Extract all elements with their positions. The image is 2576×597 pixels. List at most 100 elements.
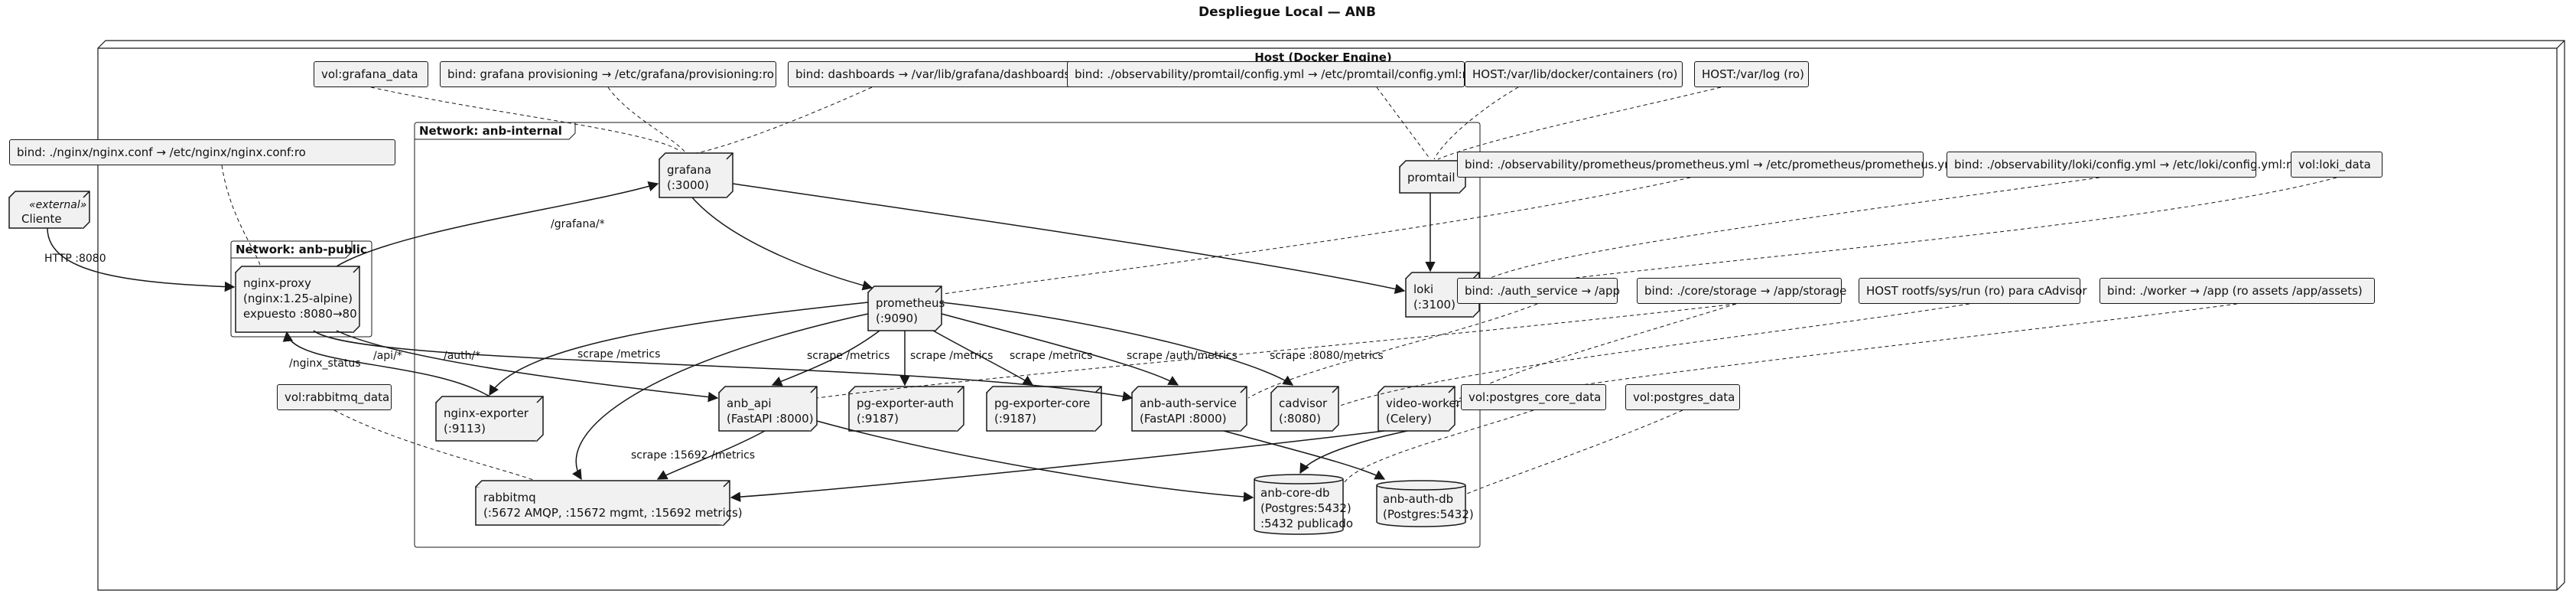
artifact-bind-loki[interactable]	[1947, 152, 2256, 178]
assoc-storage-api	[816, 303, 1737, 399]
assoc-loki-bind	[1478, 177, 2100, 284]
node-nginx-exporter[interactable]	[435, 396, 544, 442]
node-nginx-proxy[interactable]	[235, 266, 360, 333]
assoc-rabbit-vol	[333, 409, 536, 481]
artifact-label-bind-core-storage: bind: ./core/storage → /app/storage	[1644, 284, 1847, 298]
artifact-vol-grafana-data[interactable]	[314, 61, 428, 87]
node-cliente[interactable]	[8, 191, 90, 229]
assoc-host-varlog	[1437, 86, 1722, 160]
node-grafana[interactable]	[659, 152, 733, 198]
edge-worker-rabbit	[730, 430, 1385, 502]
node-video-worker[interactable]	[1377, 386, 1456, 432]
edge-grafana-prometheus	[691, 197, 873, 291]
node-label-nginx-exporter: nginx-exporter (:9113)	[444, 406, 529, 436]
edge-prom-authsvc	[941, 313, 1179, 386]
edge-api-rabbit	[656, 430, 766, 480]
artifact-label-vol-postgres-data: vol:postgres_data	[1633, 390, 1735, 404]
assoc-worker-bind	[1456, 303, 2238, 406]
edge-label-scrape-auth-metrics: scrape /auth/metrics	[1127, 350, 1238, 362]
assoc-prometheus-bind	[942, 177, 1691, 295]
edge-label-grafana-route: /grafana/*	[551, 218, 605, 230]
artifact-label-host-varlog: HOST:/var/log (ro)	[1702, 67, 1804, 81]
edge-grafana-loki	[732, 183, 1406, 295]
artifact-bind-nginx[interactable]	[9, 139, 395, 165]
edge-label-nginx-status: /nginx_status	[289, 357, 361, 370]
node-label-rabbitmq: rabbitmq (:5672 AMQP, :15672 mgmt, :1569…	[483, 491, 743, 520]
edge-label-scrape-15692-metrics: scrape :15692 /metrics	[631, 449, 756, 462]
edge-label-scrape-metrics-1: scrape /metrics	[577, 348, 661, 360]
artifact-bind-prometheus[interactable]	[1457, 152, 1924, 178]
client-stereotype: «external»	[29, 199, 87, 211]
artifact-label-bind-nginx: bind: ./nginx/nginx.conf → /etc/nginx/ng…	[17, 145, 306, 159]
assoc-dashboards	[695, 86, 873, 154]
page-title: Despliegue Local — ANB	[1199, 5, 1376, 20]
node-label-video-worker: video-worker (Celery)	[1386, 396, 1461, 426]
network-internal-frame-label: Network: anb-internal	[419, 124, 562, 138]
db-label-anb-core-db: anb-core-db (Postgres:5432) :5432 public…	[1260, 486, 1354, 530]
node-label-pg-exporter-auth: pg-exporter-auth (:9187)	[857, 396, 954, 426]
node-label-promtail: promtail	[1407, 171, 1456, 184]
edge-cliente-nginx	[47, 227, 236, 292]
node-pg-exporter-auth[interactable]	[848, 386, 964, 432]
artifact-label-vol-grafana-data: vol:grafana_data	[321, 67, 418, 81]
node-label-cadvisor: cadvisor (:8080)	[1279, 396, 1328, 426]
artifact-bind-worker[interactable]	[2100, 278, 2375, 304]
edge-nginx-api	[336, 330, 719, 403]
artifact-bind-core-storage[interactable]	[1637, 278, 1842, 304]
artifact-host-containers[interactable]	[1465, 61, 1683, 87]
artifact-label-vol-rabbitmq-data: vol:rabbitmq_data	[285, 390, 390, 404]
assoc-nginx-bind	[221, 165, 261, 266]
node-label-pg-exporter-core: pg-exporter-core (:9187)	[994, 396, 1091, 426]
database-anb-core-db[interactable]	[1254, 474, 1344, 535]
database-anb-auth-db[interactable]	[1376, 480, 1466, 527]
artifact-vol-rabbitmq-data[interactable]	[277, 384, 392, 410]
artifact-host-varlog[interactable]	[1694, 61, 1809, 87]
edge-label-scrape-metrics-3: scrape /metrics	[910, 350, 994, 362]
artifact-vol-loki-data[interactable]	[2291, 152, 2382, 178]
artifact-label-bind-dashboards: bind: dashboards → /var/lib/grafana/dash…	[795, 67, 1086, 81]
edge-prom-pgcore	[932, 330, 1034, 386]
edge-nginx-auth	[313, 330, 1134, 402]
node-anb-auth-service[interactable]	[1131, 386, 1247, 432]
edge-prom-rabbit	[571, 313, 869, 481]
node-label-prometheus: prometheus (:9090)	[876, 296, 945, 325]
client-name: Cliente	[21, 212, 62, 226]
assoc-host-containers	[1433, 86, 1519, 160]
assoc-rootfs-cadvisor	[1339, 303, 1970, 406]
assoc-promtail-bind	[1376, 86, 1431, 160]
node-label-anb-api: anb_api (FastAPI :8000)	[727, 396, 814, 426]
artifact-label-bind-loki: bind: ./observability/loki/config.yml → …	[1954, 158, 2298, 171]
node-label-nginx-proxy: nginx-proxy (nginx:1.25-alpine) expuesto…	[243, 276, 357, 321]
edge-label-auth-route: /auth/*	[444, 350, 481, 362]
node-label-grafana: grafana (:3000)	[667, 163, 712, 192]
node-rabbitmq[interactable]	[475, 480, 730, 526]
artifact-vol-postgres-core-data[interactable]	[1461, 384, 1606, 410]
artifact-label-host-rootfs: HOST rootfs/sys/run (ro) para cAdvisor	[1866, 284, 2087, 298]
edge-worker-coredb	[1299, 430, 1408, 475]
artifact-bind-auth-service[interactable]	[1457, 278, 1618, 304]
db-label-anb-auth-db: anb-auth-db (Postgres:5432)	[1383, 492, 1474, 521]
node-label-loki: loki (:3100)	[1413, 282, 1456, 312]
edge-prom-api	[771, 330, 880, 387]
node-pg-exporter-core[interactable]	[986, 386, 1102, 432]
node-anb-api[interactable]	[718, 386, 818, 432]
node-prometheus[interactable]	[867, 285, 942, 331]
edge-label-scrape-metrics-4: scrape /metrics	[1010, 350, 1093, 362]
artifact-label-bind-grafana-prov: bind: grafana provisioning → /etc/grafan…	[447, 67, 774, 81]
artifact-label-bind-worker: bind: ./worker → /app (ro assets /app/as…	[2107, 284, 2363, 298]
artifact-label-vol-postgres-core-data: vol:postgres_core_data	[1469, 390, 1602, 404]
edge-api-coredb	[816, 420, 1254, 502]
node-cadvisor[interactable]	[1270, 386, 1339, 432]
artifact-bind-grafana-prov[interactable]	[440, 61, 776, 87]
artifact-bind-dashboards[interactable]	[788, 61, 1090, 87]
artifact-host-rootfs[interactable]	[1859, 278, 2080, 304]
artifact-bind-promtail[interactable]	[1067, 61, 1465, 87]
edge-label-api-route: /api/*	[373, 350, 402, 362]
edge-prom-nginxexp	[489, 302, 869, 396]
edge-authsvc-authdb	[1223, 430, 1386, 480]
artifact-vol-postgres-data[interactable]	[1625, 384, 1740, 410]
artifact-label-vol-loki-data: vol:loki_data	[2298, 158, 2371, 171]
assoc-grafprov	[607, 86, 685, 152]
